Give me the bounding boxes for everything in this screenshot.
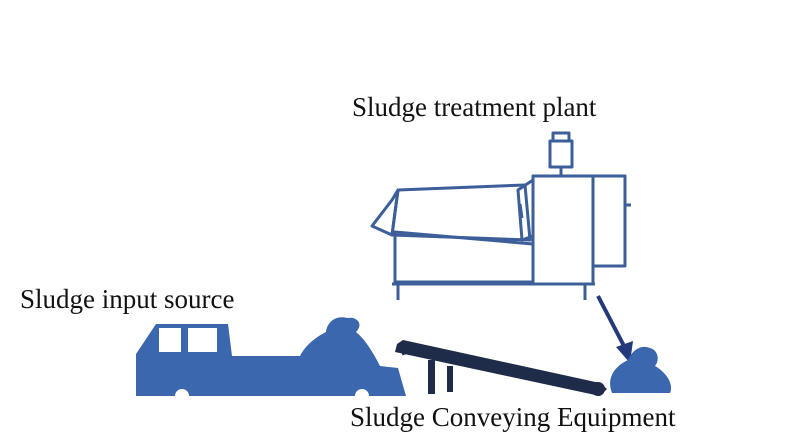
conveyor-zigzag-frame xyxy=(401,348,595,392)
discharge-arrow xyxy=(596,295,633,363)
plant-lower-tank xyxy=(393,230,535,284)
sludge-pile-output xyxy=(610,346,672,393)
plant-drum-flange xyxy=(518,203,524,219)
arrow-head xyxy=(616,341,633,363)
label-sludge-conveying-equipment: Sludge Conveying Equipment xyxy=(350,402,676,432)
truck-window-front xyxy=(159,328,181,352)
plant-drum-end-right xyxy=(516,178,535,242)
truck-window-rear xyxy=(188,328,217,352)
plant-drum-end-left xyxy=(370,188,400,237)
label-sludge-treatment-plant: Sludge treatment plant xyxy=(352,92,597,122)
sludge-input-truck xyxy=(136,317,406,403)
truck-wheel-well-rear xyxy=(355,389,369,403)
arrow-shaft xyxy=(596,295,626,347)
truck-wheel-well-front xyxy=(175,389,189,403)
conveyor-end-roller xyxy=(591,382,605,396)
conveyor-leg-front xyxy=(428,360,435,394)
label-sludge-input-source: Sludge input source xyxy=(20,284,235,314)
conveyor-leg-back xyxy=(447,366,453,392)
plant-side-box xyxy=(591,174,627,268)
sludge-treatment-plant xyxy=(370,131,631,300)
sludge-conveyor xyxy=(395,340,607,396)
